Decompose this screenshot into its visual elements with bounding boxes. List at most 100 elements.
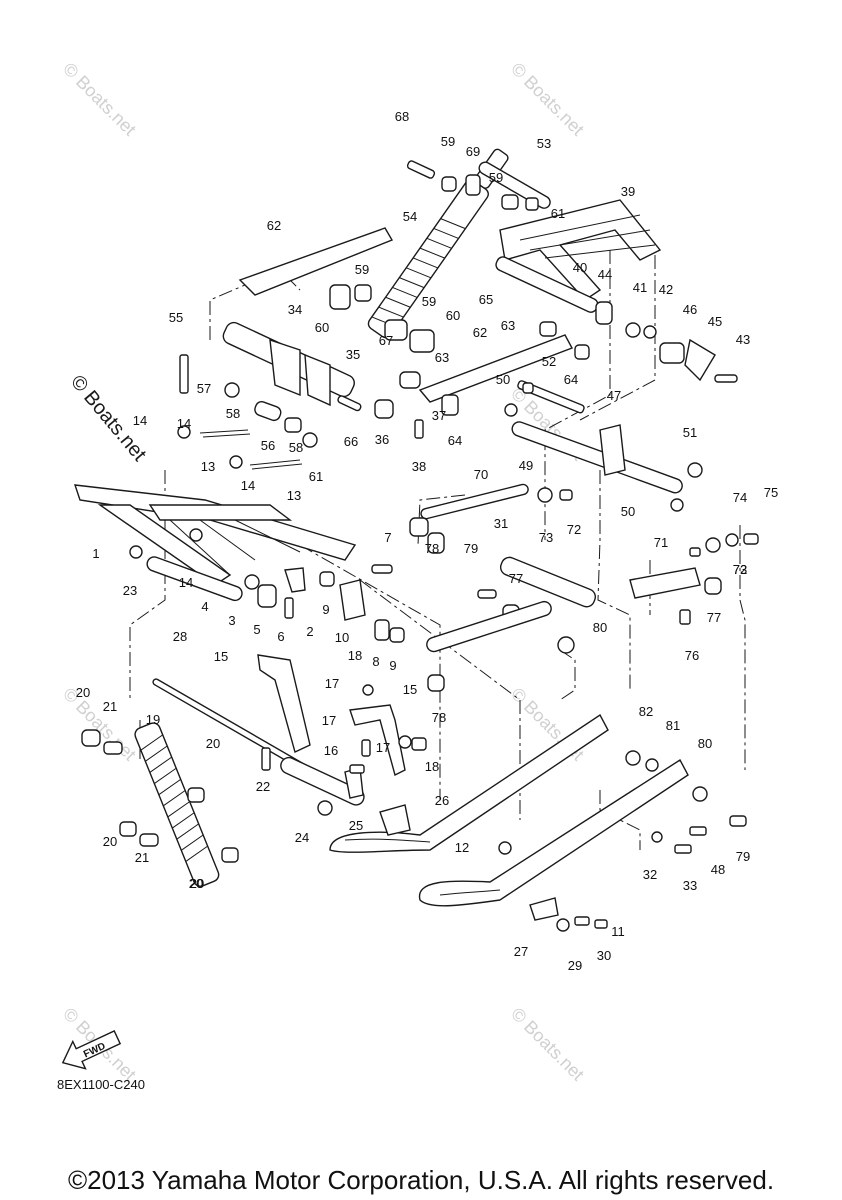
callout-label: 42 [659,282,673,297]
callout-label: 9 [322,602,329,617]
callout-label: 26 [435,793,449,808]
callout-label: 18 [348,648,362,663]
callout-label: 54 [403,209,417,224]
callout-label: 58 [289,440,303,455]
callout-label: 6 [277,629,284,644]
callout-label: 79 [736,849,750,864]
watermark: © Boats.net [507,59,588,140]
callout-label: 17 [325,676,339,691]
callout-label: 50 [496,372,510,387]
callout-label: 29 [568,958,582,973]
callout-label: 14 [241,478,255,493]
callout-label: 20 [190,876,204,891]
callout-label: 64 [448,433,462,448]
callout-label: 40 [573,260,587,275]
callout-label: 73 [539,530,553,545]
callout-label: 22 [256,779,270,794]
callout-label: 60 [315,320,329,335]
center-assembly [409,462,759,692]
callout-label: 20 [206,736,220,751]
callout-label: 51 [683,425,697,440]
callout-label: 17 [322,713,336,728]
callout-label: 12 [455,840,469,855]
callout-label: 65 [479,292,493,307]
callout-label: 34 [288,302,302,317]
callout-label: 7 [384,530,391,545]
callout-label: 23 [123,583,137,598]
callout-label: 63 [501,318,515,333]
callout-label: 73 [733,562,747,577]
callout-label: 59 [422,294,436,309]
callout-label: 50 [621,504,635,519]
callout-label: 66 [344,434,358,449]
callout-label: 21 [103,699,117,714]
callout-label: 62 [267,218,281,233]
callout-label: 67 [379,333,393,348]
callout-label: 72 [567,522,581,537]
callout-label: 13 [201,459,215,474]
callout-label: 16 [324,743,338,758]
watermark: © Boats.net [59,59,140,140]
callout-label: 77 [509,571,523,586]
callout-label: 30 [597,948,611,963]
callout-label: 46 [683,302,697,317]
callout-label: 80 [698,736,712,751]
callout-label: 44 [598,267,612,282]
callout-label: 24 [295,830,309,845]
callout-label: 14 [177,416,191,431]
callout-label: 63 [435,350,449,365]
front-arm [73,484,405,643]
callout-label: 20 [76,685,90,700]
callout-label: 32 [643,867,657,882]
callout-label: 69 [466,144,480,159]
callout-label: 15 [214,649,228,664]
callout-label: 55 [169,310,183,325]
callout-label: 68 [395,109,409,124]
callout-label: 39 [621,184,635,199]
callout-label: 14 [133,413,147,428]
callout-label: 9 [389,658,396,673]
callout-label: 57 [197,381,211,396]
callout-label: 62 [473,325,487,340]
callout-label: 20 [189,876,203,891]
lower-left-assembly [81,654,427,887]
callout-label: 35 [346,347,360,362]
callout-label: 27 [514,944,528,959]
callout-label: 1 [92,546,99,561]
callout-label: 19 [146,712,160,727]
callout-label: 59 [355,262,369,277]
callout-label: 71 [654,535,668,550]
callout-label: 21 [135,850,149,865]
callout-label: 81 [666,718,680,733]
callout-label: 59 [441,134,455,149]
callout-label: 37 [432,408,446,423]
copyright-notice: ©2013 Yamaha Motor Corporation, U.S.A. A… [67,1165,775,1195]
callout-label: 10 [335,630,349,645]
callout-label: 8 [372,654,379,669]
callout-label: 13 [287,488,301,503]
callout-label: 2 [306,624,313,639]
callout-label: 25 [349,818,363,833]
callout-label: 60 [446,308,460,323]
callout-label: 70 [474,467,488,482]
callout-label: 49 [519,458,533,473]
callout-label: 5 [253,622,260,637]
callout-label: 31 [494,516,508,531]
callout-label: 11 [611,924,625,939]
callout-label: 82 [639,704,653,719]
callout-label: 18 [425,759,439,774]
callout-label: 52 [542,354,556,369]
callout-label: 58 [226,406,240,421]
callout-label: 61 [309,469,323,484]
callout-label: 78 [425,541,439,556]
callout-label: 79 [464,541,478,556]
callout-label: 38 [412,459,426,474]
callout-label: 15 [403,682,417,697]
callout-label: 17 [376,740,390,755]
callout-label: 4 [201,599,208,614]
callout-label: 41 [633,280,647,295]
callout-label: 61 [551,206,565,221]
callout-label: 43 [736,332,750,347]
